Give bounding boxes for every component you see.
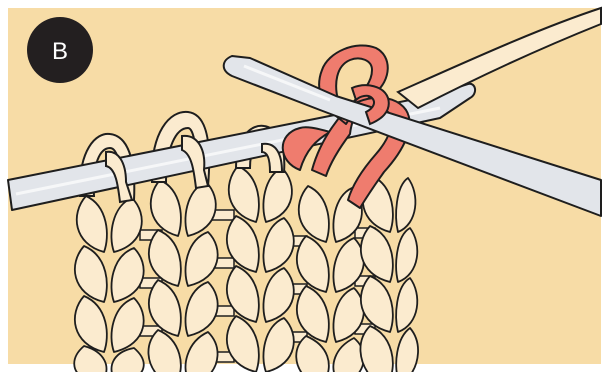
badge-label: B [52, 38, 68, 65]
step-letter-badge: B [27, 17, 93, 83]
